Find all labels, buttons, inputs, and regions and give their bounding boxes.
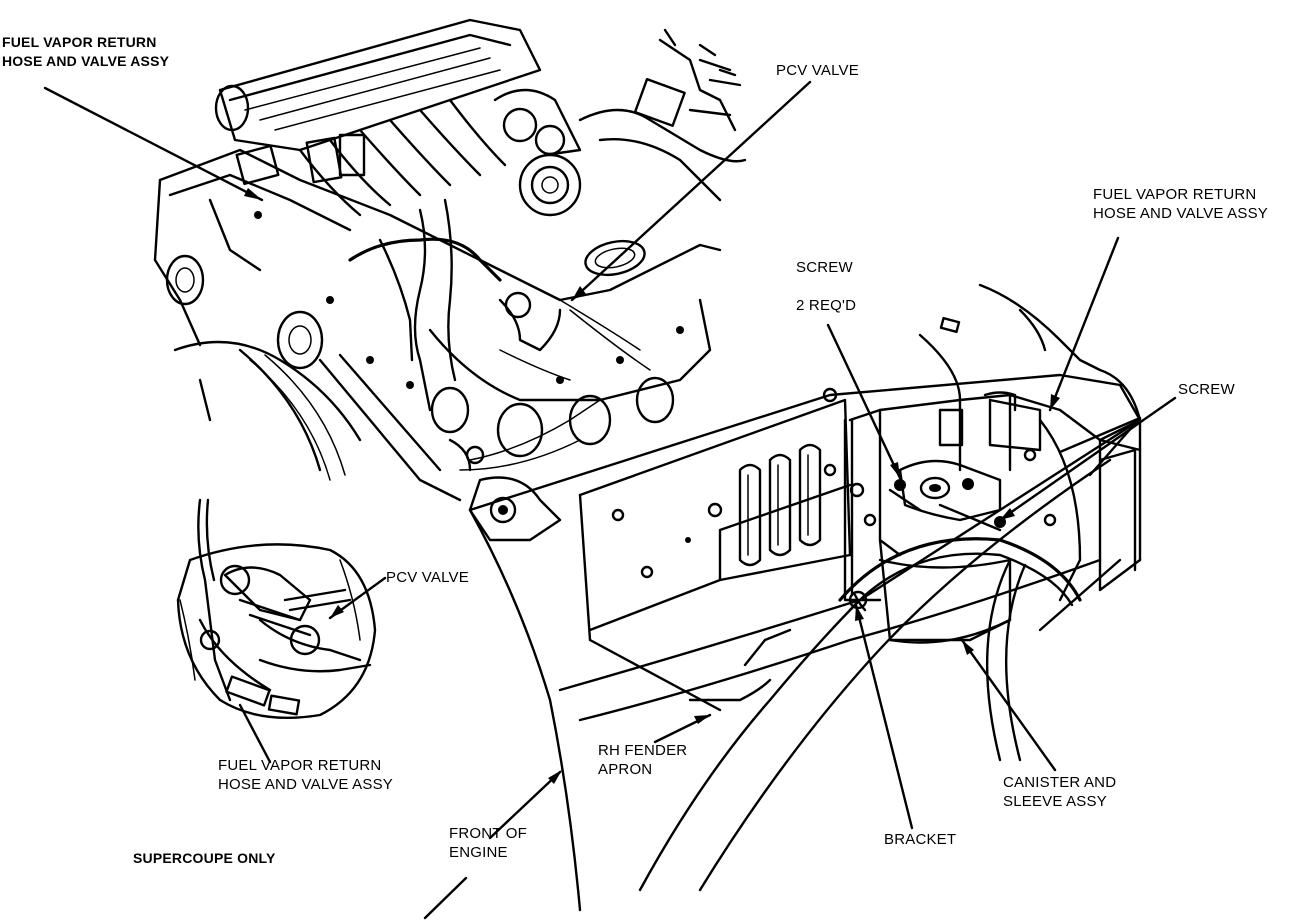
label-canister: CANISTER AND SLEEVE ASSY <box>1003 773 1116 811</box>
label-line: RH FENDER <box>598 742 688 759</box>
fender-apron-assembly <box>468 283 1142 912</box>
leader-lines <box>43 80 1177 920</box>
label-line: SLEEVE ASSY <box>1003 793 1107 810</box>
label-fuel-vapor-inset: FUEL VAPOR RETURN HOSE AND VALVE ASSY <box>218 756 393 794</box>
label-line: FUEL VAPOR RETURN <box>2 34 157 50</box>
label-bracket: BRACKET <box>884 831 957 848</box>
label-screw-top: SCREW <box>796 259 853 276</box>
label-line: ENGINE <box>449 844 508 861</box>
label-line: FRONT OF <box>449 825 527 842</box>
label-line: FUEL VAPOR RETURN <box>1093 186 1257 203</box>
label-front-of-engine: FRONT OF ENGINE <box>449 824 527 862</box>
engine-assembly <box>153 18 747 542</box>
label-rh-fender-apron: RH FENDER APRON <box>598 741 687 779</box>
label-line: CANISTER AND <box>1003 774 1117 791</box>
label-line: HOSE AND VALVE ASSY <box>1093 205 1268 222</box>
label-line: APRON <box>598 761 653 778</box>
label-fuel-vapor-right: FUEL VAPOR RETURN HOSE AND VALVE ASSY <box>1093 185 1268 223</box>
label-fuel-vapor-top-left: FUEL VAPOR RETURN HOSE AND VALVE ASSY <box>2 33 169 71</box>
label-screw-qty: 2 REQ'D <box>796 297 857 314</box>
label-pcv-valve-inset: PCV VALVE <box>386 569 469 586</box>
supercoupe-inset <box>176 498 377 720</box>
label-line: HOSE AND VALVE ASSY <box>218 776 393 793</box>
label-supercoupe-only: SUPERCOUPE ONLY <box>133 850 276 866</box>
label-screw-right: SCREW <box>1178 381 1235 398</box>
label-line: HOSE AND VALVE ASSY <box>2 53 170 69</box>
label-line: FUEL VAPOR RETURN <box>218 757 382 774</box>
label-pcv-valve-top: PCV VALVE <box>776 62 859 79</box>
